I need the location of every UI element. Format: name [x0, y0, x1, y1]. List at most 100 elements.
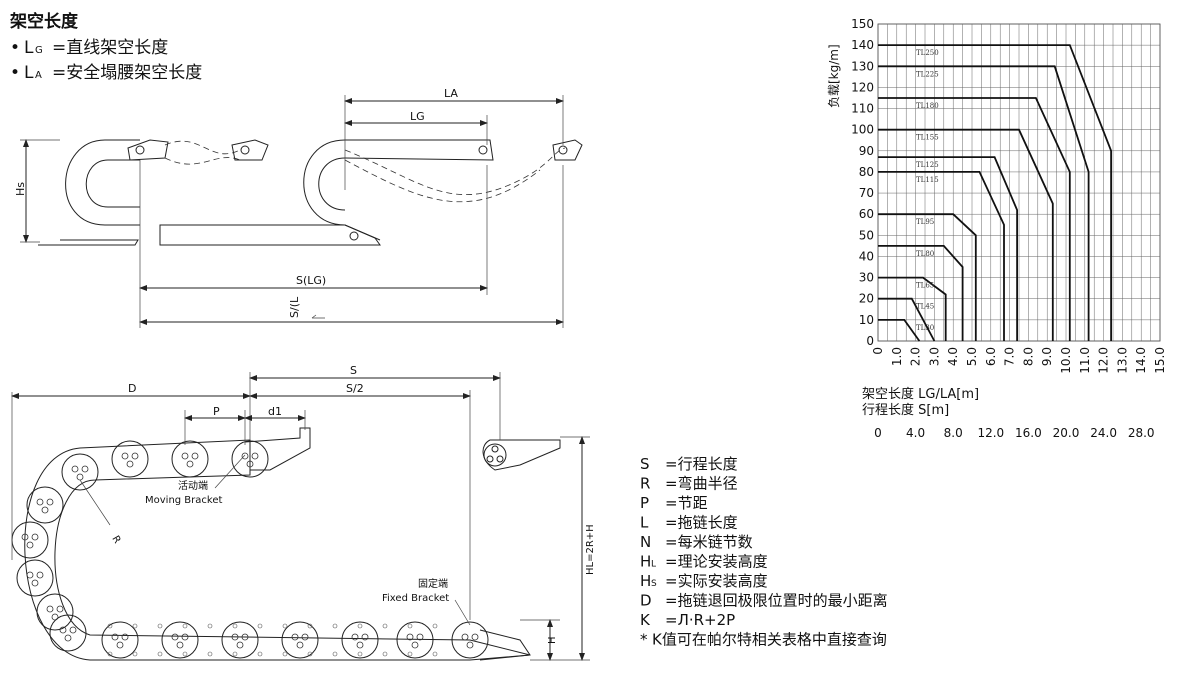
chain-hole: [157, 623, 163, 629]
left-dashed-upper: [164, 140, 241, 155]
series-line: [878, 171, 1005, 341]
rotate-arrow: [311, 314, 325, 319]
x-tick-label: 0: [871, 347, 885, 355]
series-label: TL180: [916, 102, 939, 110]
section-title: 架空长度: [10, 11, 79, 32]
chart-series: TL30TL45TL65TL80TL95TL115TL125TL155TL180…: [878, 44, 1112, 342]
series-label: TL225: [916, 70, 939, 78]
x-tick-label: 9.0: [1040, 347, 1054, 366]
series-tl30: TL30: [878, 319, 934, 342]
legend-row: N=每米链节数: [640, 533, 753, 551]
chain-hole: [332, 651, 338, 657]
right-end-link: [552, 139, 583, 161]
chain-hole: [207, 623, 213, 629]
svg-text:•: •: [10, 63, 20, 83]
series-label: TL125: [916, 161, 939, 169]
s-la-label: S/(L: [288, 296, 301, 318]
fixed-bracket-bottom: [479, 629, 531, 661]
y-tick-label: 70: [859, 186, 874, 200]
bottom-diagram: S D S/2 P d1 HL=2R+H H R 活动端 Moving Brac…: [11, 364, 596, 661]
legend-row: D =拖链退回极限位置时的最小距离: [640, 592, 888, 610]
chain-hole: [382, 623, 388, 629]
legend-symbol: K: [640, 611, 651, 629]
legend-symbol: N: [640, 533, 651, 551]
s-half-label: S/2: [346, 382, 364, 395]
s-tick-label: 28.0: [1128, 426, 1155, 440]
legend-text: =Л·R+2P: [665, 611, 735, 629]
y-tick-label: 0: [866, 334, 874, 348]
x-tick-label: 1.0: [890, 347, 904, 366]
bullet-lg-sub: G: [35, 45, 43, 56]
legend-symbol: S: [640, 455, 650, 473]
chain-hole: [407, 623, 413, 629]
legend-row: P=节距: [640, 494, 708, 512]
chain-hole: [357, 623, 363, 629]
y-tick-label: 130: [851, 59, 874, 73]
la-label: LA: [444, 87, 458, 100]
top-diagram: Hs LA LG S(LG) S/(L: [14, 87, 583, 328]
hs-label: Hs: [14, 182, 27, 196]
x-tick-label: 12.0: [1097, 347, 1111, 374]
moving-bracket-cn: 活动端: [178, 479, 208, 492]
right-sag-upper: [344, 147, 566, 195]
x-axis-label-1: 架空长度 LG/LA[m]: [862, 386, 979, 402]
right-lower-run: [159, 224, 381, 246]
d1-label: d1: [268, 405, 282, 418]
chain-hole: [282, 623, 288, 629]
moving-bracket: [244, 427, 311, 471]
series-tl115: TL115: [878, 171, 1005, 341]
left-moving-link: [127, 139, 169, 161]
s-tick-label: 24.0: [1090, 426, 1117, 440]
y-tick-label: 120: [851, 80, 874, 94]
bullet-la: • L A =安全塌腰架空长度: [10, 63, 202, 83]
legend-text: =实际安装高度: [665, 572, 768, 590]
legend-text: =行程长度: [665, 455, 738, 473]
series-line: [878, 297, 936, 342]
series-line: [878, 156, 1018, 341]
chain-hole: [407, 651, 413, 657]
legend-row: K =Л·R+2P: [640, 611, 735, 629]
chain-hole: [432, 623, 438, 629]
legend-row: S =行程长度: [640, 455, 738, 473]
p-label: P: [213, 405, 220, 418]
bullet-la-symbol: L: [24, 63, 34, 83]
chain-roller: [451, 621, 489, 659]
chain-roller: [26, 486, 64, 524]
series-tl65: TL65: [878, 276, 947, 341]
legend-text: =拖链退回极限位置时的最小距离: [665, 592, 888, 610]
r-label: R: [109, 534, 122, 546]
legend-text: =弯曲半径: [665, 475, 738, 493]
x-tick-label: 14.0: [1134, 347, 1148, 374]
series-line: [878, 128, 1054, 341]
legend-symbol: H: [640, 572, 651, 590]
chain-hole: [157, 651, 163, 657]
s-tick-label: 0: [874, 426, 882, 440]
chain-hole: [182, 651, 188, 657]
y-tick-label: 30: [859, 271, 874, 285]
legend-subscript: S: [651, 579, 657, 589]
chain-roller: [231, 440, 269, 478]
chain-hole: [357, 651, 363, 657]
legend-symbol: L: [640, 514, 649, 532]
bullet-lg-symbol: L: [24, 38, 34, 58]
chain-hole: [132, 623, 138, 629]
chain-roller: [36, 593, 74, 631]
x-axis-label-2: 行程长度 S[m]: [862, 402, 949, 418]
s-tick-label: 4.0: [906, 426, 925, 440]
lg-label: LG: [410, 110, 425, 123]
fixed-bracket-en: Fixed Bracket: [382, 593, 449, 604]
series-line: [878, 65, 1090, 341]
s-tick-label: 8.0: [944, 426, 963, 440]
chain-hole: [207, 651, 213, 657]
legend-symbol: D: [640, 592, 652, 610]
chain-hole: [382, 651, 388, 657]
fixed-bracket-cn: 固定端: [418, 577, 448, 590]
right-chain-outer: [303, 139, 381, 241]
series-line: [878, 245, 964, 341]
y-axis-label: 负载[kg/m]: [827, 44, 841, 108]
left-end-pivot: [240, 145, 250, 155]
